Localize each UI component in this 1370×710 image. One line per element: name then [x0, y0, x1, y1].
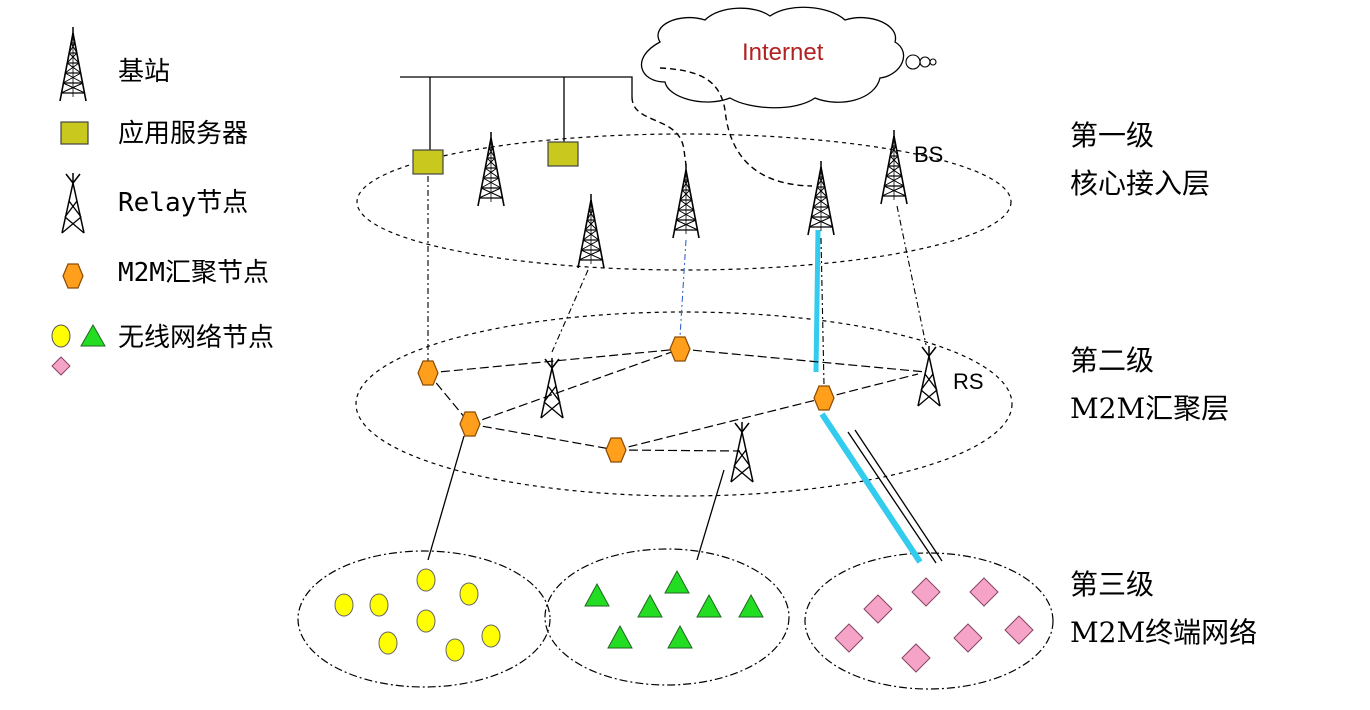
triangle-node: [667, 624, 693, 649]
highlight-link-lower: [819, 412, 923, 564]
aggregation-layer-boundary: [355, 311, 1013, 497]
triangle-node: [696, 593, 722, 618]
server-bus: [400, 76, 633, 150]
mesh-link-3: [469, 423, 617, 451]
triangle-node-icon: [80, 323, 106, 347]
relay-tower-icon: [61, 172, 85, 234]
layer-2-level: 第二级: [1070, 344, 1154, 377]
parallel-link-2: [854, 429, 943, 562]
cloud-bubble-3: [929, 58, 937, 66]
link-bs4-to-agg: [820, 237, 825, 386]
legend: 基站 应用服务器 Relay节点 M2M汇聚节点 无线网络节点: [51, 26, 274, 376]
diamond-node: [969, 577, 999, 607]
triangle-node: [637, 593, 663, 618]
mesh-link-5: [679, 348, 927, 373]
link-bs5-to-relay: [896, 205, 927, 346]
mesh-link-7: [615, 449, 741, 452]
base-station-4: [807, 160, 835, 236]
parallel-link-1: [847, 431, 937, 564]
aggregation-mesh: [427, 348, 927, 452]
circle-node: [416, 609, 436, 633]
terminal-link-triangles: [696, 469, 725, 561]
base-station-3: [672, 163, 700, 239]
terminal-link-circles: [427, 435, 465, 561]
internet-label: Internet: [742, 39, 824, 66]
diamond-node: [911, 577, 941, 607]
mesh-link-6: [615, 397, 825, 451]
app-server-2: [547, 141, 579, 167]
relay-node-1: [540, 357, 564, 419]
circle-node: [369, 593, 389, 617]
cloud-bubble-1: [905, 54, 921, 70]
diamond-node-icon: [51, 356, 71, 376]
legend-relay-label: Relay节点: [118, 188, 248, 218]
app-server-1: [412, 149, 444, 175]
diamond-node-cluster: [834, 577, 1034, 673]
legend-app-server-label: 应用服务器: [118, 119, 248, 149]
aggregation-node-5: [813, 385, 835, 411]
layer-labels: 第一级 核心接入层 第二级 M2M汇聚层 第三级 M2M终端网络: [1070, 119, 1257, 649]
legend-aggregation-label: M2M汇聚节点: [118, 258, 269, 288]
link-bs3-to-agg: [679, 239, 687, 338]
relay-node-2: [730, 421, 754, 483]
inter-layer-links: [427, 176, 927, 386]
legend-wireless-node-label: 无线网络节点: [118, 323, 274, 353]
diamond-node: [953, 623, 983, 653]
circle-node: [459, 582, 479, 606]
link-bs2-to-relay: [551, 269, 589, 353]
relay-node-3: [917, 345, 941, 407]
internet-cloud: Internet: [640, 6, 937, 109]
aggregation-node-3: [605, 437, 627, 463]
aggregation-node-icon: [62, 263, 84, 289]
terminal-network-triangles-boundary: [544, 548, 790, 686]
bus-line: [400, 76, 633, 97]
rs-tag: RS: [953, 369, 984, 394]
circle-node-cluster: [334, 568, 501, 662]
base-station-1: [477, 131, 505, 207]
triangle-node: [738, 593, 764, 618]
circle-node: [334, 593, 354, 617]
base-station-5: [880, 129, 908, 205]
triangle-node: [664, 569, 690, 594]
layer-3-name: M2M终端网络: [1070, 616, 1257, 649]
aggregation-node-1: [417, 360, 439, 386]
cloud-icon: [640, 6, 905, 109]
triangle-node: [584, 582, 610, 607]
aggregation-node-2: [459, 411, 481, 437]
app-server-icon: [60, 121, 89, 145]
triangle-node: [607, 624, 633, 649]
diamond-node: [863, 594, 893, 624]
legend-base-station-label: 基站: [118, 57, 170, 87]
cloud-bubble-2: [919, 56, 931, 68]
layer-2-name: M2M汇聚层: [1070, 392, 1229, 425]
mesh-link-8: [823, 373, 919, 399]
circle-node: [416, 568, 436, 592]
triangle-node-cluster: [584, 569, 764, 649]
mesh-link-1: [427, 348, 681, 374]
aggregation-node-4: [669, 336, 691, 362]
diamond-node: [834, 623, 864, 653]
circle-node: [481, 624, 501, 648]
base-station-2: [577, 193, 605, 269]
base-station-icon: [59, 26, 87, 102]
layer-3-level: 第三级: [1070, 568, 1154, 601]
circle-node: [378, 631, 398, 655]
layer-1-name: 核心接入层: [1070, 167, 1210, 200]
internet-link-right: [659, 67, 813, 187]
layer-1-level: 第一级: [1070, 119, 1154, 152]
diamond-node: [1004, 615, 1034, 645]
highlight-link-upper: [813, 229, 821, 373]
circle-node: [445, 638, 465, 662]
bs-tag: BS: [914, 142, 943, 167]
terminal-network-diamonds-boundary: [804, 552, 1054, 690]
terminal-network-circles-boundary: [297, 550, 551, 688]
internet-link-left: [631, 96, 687, 166]
mesh-link-4: [469, 348, 681, 425]
diamond-node: [901, 643, 931, 673]
circle-node-icon: [51, 324, 71, 348]
